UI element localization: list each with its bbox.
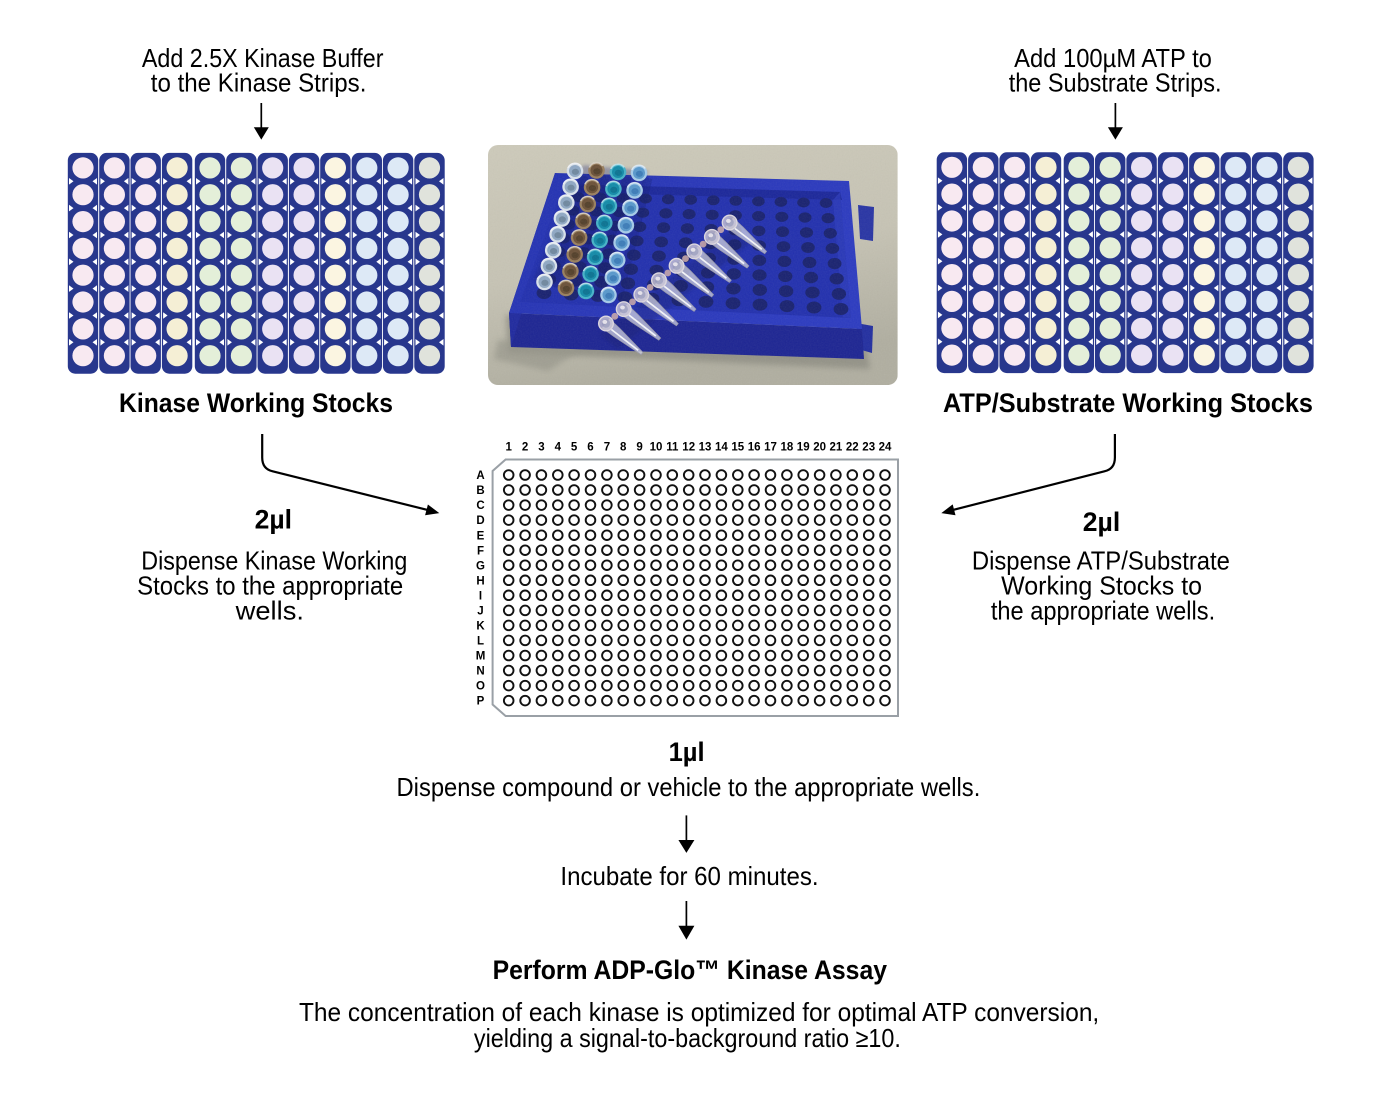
svg-text:20: 20 (813, 442, 826, 454)
svg-text:21: 21 (830, 442, 843, 454)
svg-text:to the Kinase Strips.: to the Kinase Strips. (151, 67, 367, 97)
svg-text:Add 100µM ATP to: Add 100µM ATP to (1014, 43, 1212, 73)
svg-text:19: 19 (797, 442, 810, 454)
svg-text:M: M (476, 651, 486, 663)
svg-text:1: 1 (505, 442, 512, 454)
svg-text:Dispense compound or vehicle t: Dispense compound or vehicle to the appr… (397, 772, 981, 802)
svg-text:C: C (476, 500, 484, 512)
svg-text:4: 4 (555, 442, 562, 454)
svg-text:H: H (476, 575, 484, 587)
svg-text:wells.: wells. (235, 596, 304, 626)
svg-text:2µl: 2µl (255, 504, 292, 534)
svg-text:Add 2.5X Kinase Buffer: Add 2.5X Kinase Buffer (142, 43, 384, 73)
svg-text:F: F (477, 545, 484, 557)
svg-text:11: 11 (666, 442, 679, 454)
svg-text:Dispense Kinase Working: Dispense Kinase Working (141, 546, 407, 576)
svg-text:Kinase Working Stocks: Kinase Working Stocks (119, 388, 393, 418)
svg-text:L: L (477, 636, 484, 648)
svg-text:2µl: 2µl (1083, 507, 1120, 537)
svg-text:I: I (479, 590, 482, 602)
svg-text:14: 14 (715, 442, 728, 454)
svg-text:the appropriate wells.: the appropriate wells. (991, 596, 1215, 626)
svg-text:17: 17 (764, 442, 777, 454)
svg-text:A: A (476, 470, 484, 482)
svg-text:8: 8 (620, 442, 627, 454)
svg-text:E: E (477, 530, 485, 542)
svg-text:yielding a signal-to-backgroun: yielding a signal-to-background ratio ≥1… (474, 1023, 901, 1053)
svg-text:the Substrate Strips.: the Substrate Strips. (1009, 67, 1222, 97)
svg-text:G: G (476, 560, 485, 572)
svg-text:23: 23 (862, 442, 875, 454)
svg-text:18: 18 (781, 442, 794, 454)
svg-text:15: 15 (731, 442, 744, 454)
svg-text:Working Stocks to: Working Stocks to (1001, 570, 1202, 600)
svg-text:24: 24 (879, 442, 892, 454)
svg-text:10: 10 (650, 442, 663, 454)
svg-text:16: 16 (748, 442, 761, 454)
svg-text:5: 5 (571, 442, 578, 454)
svg-text:1µl: 1µl (669, 737, 705, 767)
svg-text:22: 22 (846, 442, 859, 454)
svg-text:9: 9 (636, 442, 642, 454)
svg-text:2: 2 (522, 442, 528, 454)
svg-text:O: O (476, 681, 485, 693)
svg-text:Incubate for 60 minutes.: Incubate for 60 minutes. (560, 861, 818, 891)
svg-text:7: 7 (604, 442, 610, 454)
svg-text:3: 3 (538, 442, 544, 454)
svg-text:13: 13 (699, 442, 712, 454)
svg-text:B: B (476, 485, 484, 497)
svg-text:The concentration of each kina: The concentration of each kinase is opti… (299, 997, 1099, 1027)
svg-text:P: P (477, 696, 485, 708)
svg-text:D: D (476, 515, 484, 527)
svg-text:Perform ADP-Glo™ Kinase Assay: Perform ADP-Glo™ Kinase Assay (493, 955, 887, 985)
svg-text:K: K (476, 621, 485, 633)
svg-text:Dispense ATP/Substrate: Dispense ATP/Substrate (972, 546, 1230, 576)
svg-text:Stocks to the appropriate: Stocks to the appropriate (137, 570, 403, 600)
svg-text:J: J (477, 606, 483, 618)
svg-text:ATP/Substrate Working Stocks: ATP/Substrate Working Stocks (943, 388, 1313, 418)
svg-text:6: 6 (587, 442, 593, 454)
svg-text:12: 12 (682, 442, 695, 454)
svg-text:N: N (476, 666, 484, 678)
